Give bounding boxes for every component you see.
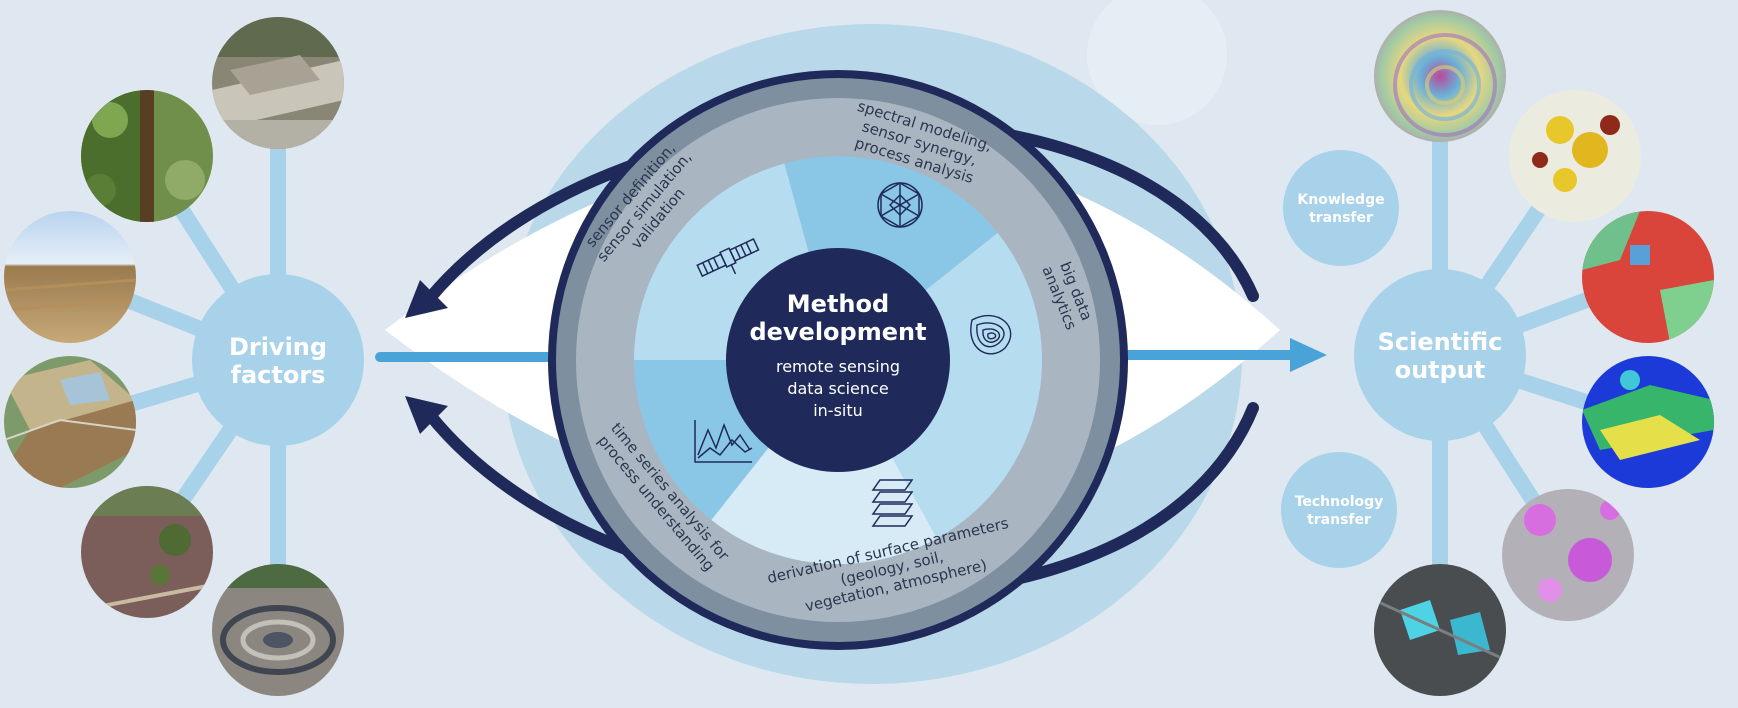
- driving-factors-label-1: Driving: [229, 333, 327, 361]
- method-development-center: [726, 248, 950, 472]
- center-subtitle-1: remote sensing: [776, 357, 900, 376]
- contour-map-icon: [970, 314, 1012, 355]
- output-arrow-head: [1290, 338, 1327, 372]
- photo-heathland: [81, 486, 213, 618]
- center-title-1: Method: [787, 290, 889, 318]
- background-circle: [1087, 0, 1227, 125]
- image-blue-heatmap: [1582, 356, 1714, 488]
- technology-transfer-bubble: [1281, 452, 1397, 568]
- technology-transfer-label-1: Technology: [1295, 494, 1384, 510]
- image-magenta-map: [1502, 489, 1634, 621]
- scientific-output-label-2: output: [1395, 356, 1486, 384]
- scientific-output-label-1: Scientific: [1378, 328, 1503, 356]
- method-iris: Method development remote sensing data s…: [548, 70, 1128, 650]
- knowledge-transfer-label-1: Knowledge: [1297, 192, 1384, 208]
- photo-forest: [81, 90, 213, 222]
- center-title-2: development: [749, 318, 926, 346]
- geodesic-sphere-icon: [877, 182, 923, 228]
- photo-open-pit-mine: [212, 564, 344, 696]
- image-cyan-satellite-map: [1374, 564, 1506, 696]
- knowledge-transfer-label-2: transfer: [1309, 210, 1373, 226]
- image-yellow-hotspot-map: [1509, 90, 1641, 222]
- photo-damaged-road: [212, 17, 344, 149]
- scientific-output-hub: [1354, 269, 1526, 441]
- technology-transfer-label-2: transfer: [1307, 512, 1371, 528]
- image-red-classification-map: [1582, 211, 1714, 343]
- knowledge-transfer-bubble: [1283, 150, 1399, 266]
- line-chart-icon: [694, 420, 753, 463]
- driving-factors-label-2: factors: [231, 361, 326, 389]
- driving-factors-hub: [192, 274, 364, 446]
- layers-stack-icon: [871, 479, 914, 527]
- feedback-arrowhead-bottom: [405, 396, 448, 434]
- center-subtitle-3: in-situ: [813, 401, 863, 420]
- center-subtitle-2: data science: [787, 379, 888, 398]
- satellite-icon: [696, 238, 760, 278]
- image-interferogram: [1374, 10, 1506, 142]
- feedback-arrowhead-top: [405, 280, 448, 318]
- photo-field: [4, 211, 136, 343]
- photo-aerial-farmland: [4, 356, 136, 488]
